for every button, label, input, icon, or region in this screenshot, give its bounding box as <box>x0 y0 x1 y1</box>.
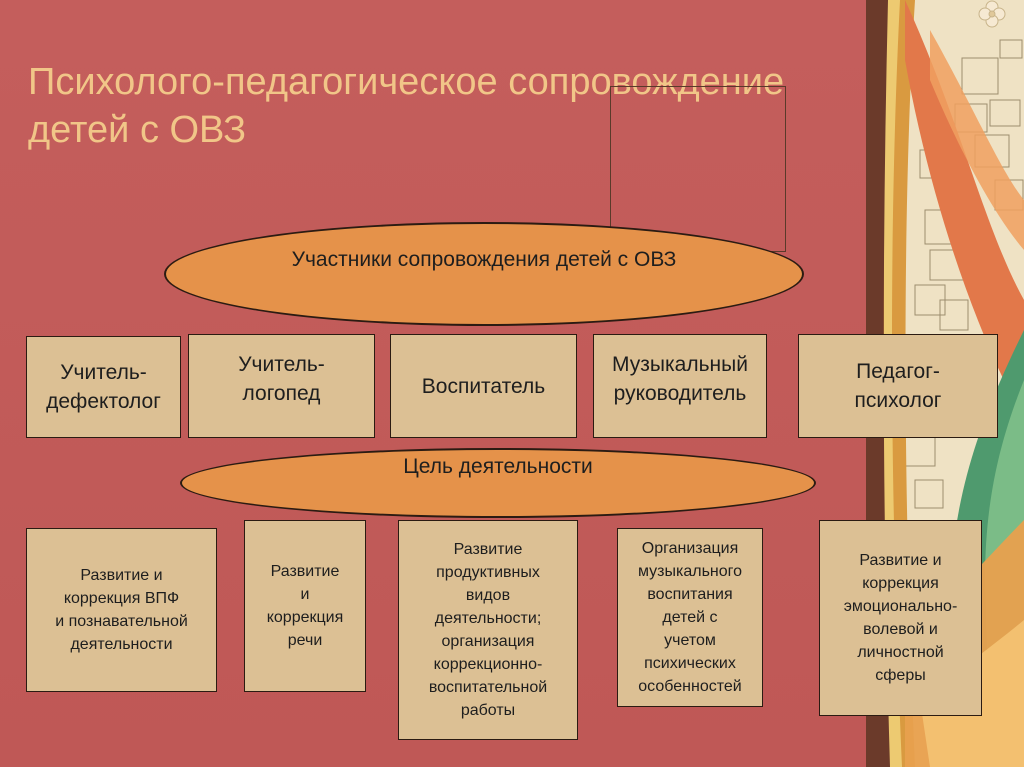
task-line: речи <box>287 632 323 649</box>
task-line: особенностей <box>638 678 742 695</box>
task-line: Развитие <box>453 541 523 558</box>
task-line: волевой и <box>863 621 938 638</box>
task-line: Развитие <box>270 563 340 580</box>
role-label-line-1: Воспитатель <box>421 374 546 398</box>
task-line: Развитие и <box>859 552 942 569</box>
role-label-line-2: руководитель <box>613 382 747 405</box>
task-box-emotional: Развитие и коррекция эмоционально- волев… <box>819 520 982 716</box>
task-line: сферы <box>875 667 926 684</box>
goal-oval-label: Цель деятельности <box>403 455 593 478</box>
task-line: и познавательной <box>55 613 188 630</box>
task-line: детей с <box>662 609 718 626</box>
slide-title-line-1: Психолого-педагогическое сопровождение <box>28 61 785 103</box>
task-line: продуктивных <box>436 564 540 581</box>
task-line: видов <box>465 587 511 604</box>
slide-title-line-2: детей с ОВЗ <box>28 109 247 151</box>
task-line: Развитие и <box>80 567 163 584</box>
task-line: воспитательной <box>428 679 548 696</box>
role-label-line-1: Музыкальный <box>612 353 748 376</box>
task-line: коррекция <box>266 609 344 626</box>
task-line: эмоционально- <box>843 598 958 615</box>
role-label-line-2: дефектолог <box>46 390 161 413</box>
task-line: учетом <box>664 632 716 649</box>
task-line: личностной <box>857 644 944 661</box>
role-box-psychologist: Педагог-психолог <box>798 334 998 438</box>
slide-title: Психолого-педагогическое сопровождение д… <box>28 58 868 154</box>
role-box-music-director: Музыкальный руководитель <box>593 334 767 438</box>
task-line: коррекция ВПФ <box>63 590 180 607</box>
task-line: коррекция <box>862 575 939 592</box>
task-line: организация <box>441 633 535 650</box>
task-box-speech: Развитие и коррекция речи <box>244 520 366 692</box>
participants-oval-label: Участники сопровождения детей с ОВЗ <box>291 248 677 271</box>
task-line: деятельности; <box>434 610 542 627</box>
role-label-line-2: психолог <box>854 389 942 412</box>
task-box-productive: Развитие продуктивных видов деятельности… <box>398 520 578 740</box>
role-box-speech-therapist: Учитель-логопед <box>188 334 375 438</box>
role-box-defectologist: Учитель-дефектолог <box>26 336 181 438</box>
goal-oval: Цель деятельности <box>180 448 816 518</box>
task-box-cognitive: Развитие и коррекция ВПФ и познавательно… <box>26 528 217 692</box>
empty-frame <box>610 86 786 252</box>
participants-oval: Участники сопровождения детей с ОВЗ <box>164 222 804 326</box>
role-label-line-1: Учитель- <box>60 361 147 384</box>
task-line: музыкального <box>637 563 743 580</box>
task-line: Организация <box>641 540 739 557</box>
task-line: деятельности <box>70 636 173 653</box>
role-box-educator: Воспитатель <box>390 334 577 438</box>
task-line: коррекционно- <box>433 656 543 673</box>
role-label-line-1: Учитель- <box>238 353 325 376</box>
role-label-line-1: Педагог- <box>856 360 940 383</box>
role-label-line-2: логопед <box>242 382 321 405</box>
task-line: и <box>300 586 310 603</box>
task-line: воспитания <box>647 586 733 603</box>
task-line: работы <box>460 702 516 719</box>
task-line: психических <box>644 655 736 672</box>
task-box-music: Организация музыкального воспитания дете… <box>617 528 763 707</box>
